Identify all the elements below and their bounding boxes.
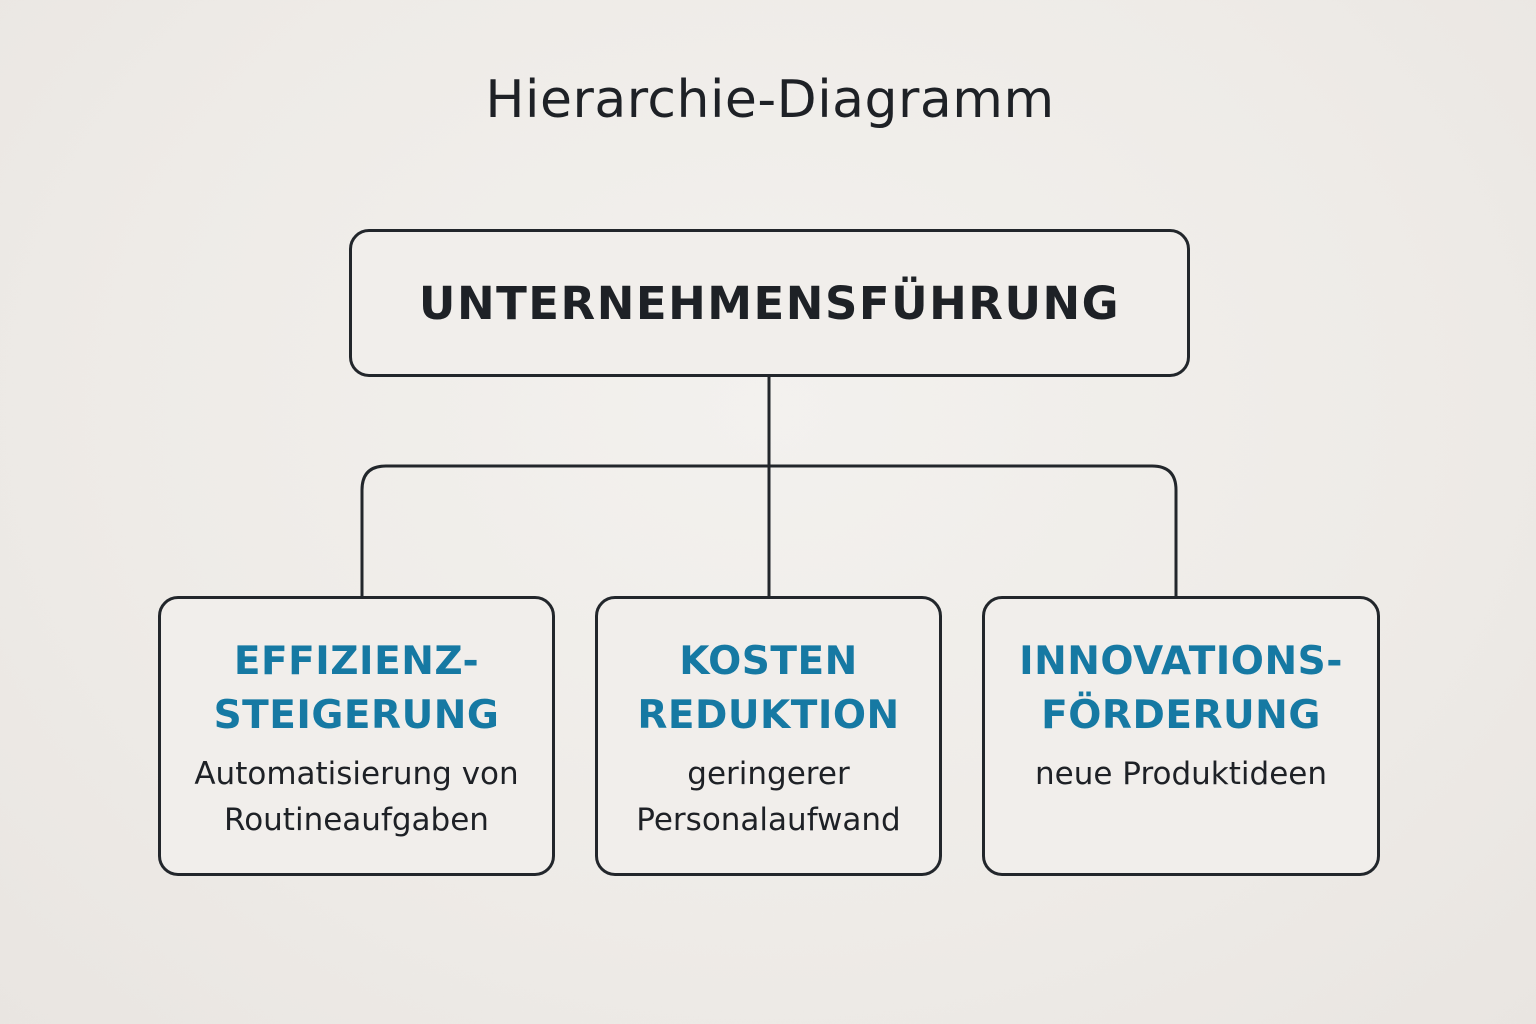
child-node-title: KOSTEN REDUKTION xyxy=(598,635,939,743)
child-node-description: geringerer Personalaufwand xyxy=(598,751,939,843)
child-desc-line: Personalaufwand xyxy=(636,802,901,838)
connector-branch-left xyxy=(360,464,771,598)
child-node-description: Automatisierung von Routineaufgaben xyxy=(161,751,552,843)
child-title-line: INNOVATIONS- xyxy=(1019,639,1343,684)
child-node-cost: KOSTEN REDUKTION geringerer Personalaufw… xyxy=(595,596,942,876)
child-node-innovation: INNOVATIONS- FÖRDERUNG neue Produktideen xyxy=(982,596,1380,876)
child-node-description: neue Produktideen xyxy=(985,751,1377,797)
diagram-title: Hierarchie-Diagramm xyxy=(485,70,1055,130)
child-node-title: INNOVATIONS- FÖRDERUNG xyxy=(985,635,1377,743)
child-desc-line: Automatisierung von xyxy=(194,756,519,792)
child-desc-line: neue Produktideen xyxy=(1035,756,1327,792)
child-desc-line: geringerer xyxy=(687,756,850,792)
connector-branch-right xyxy=(767,464,1178,598)
child-title-line: STEIGERUNG xyxy=(213,693,500,738)
child-node-title: EFFIZIENZ- STEIGERUNG xyxy=(161,635,552,743)
child-title-line: KOSTEN xyxy=(679,639,858,684)
child-title-line: EFFIZIENZ- xyxy=(233,639,480,684)
child-title-line: FÖRDERUNG xyxy=(1041,693,1321,738)
root-node: UNTERNEHMENSFÜHRUNG xyxy=(349,229,1190,377)
child-desc-line: Routineaufgaben xyxy=(224,802,489,838)
child-title-line: REDUKTION xyxy=(637,693,900,738)
root-node-label: UNTERNEHMENSFÜHRUNG xyxy=(418,276,1121,330)
child-node-efficiency: EFFIZIENZ- STEIGERUNG Automatisierung vo… xyxy=(158,596,555,876)
